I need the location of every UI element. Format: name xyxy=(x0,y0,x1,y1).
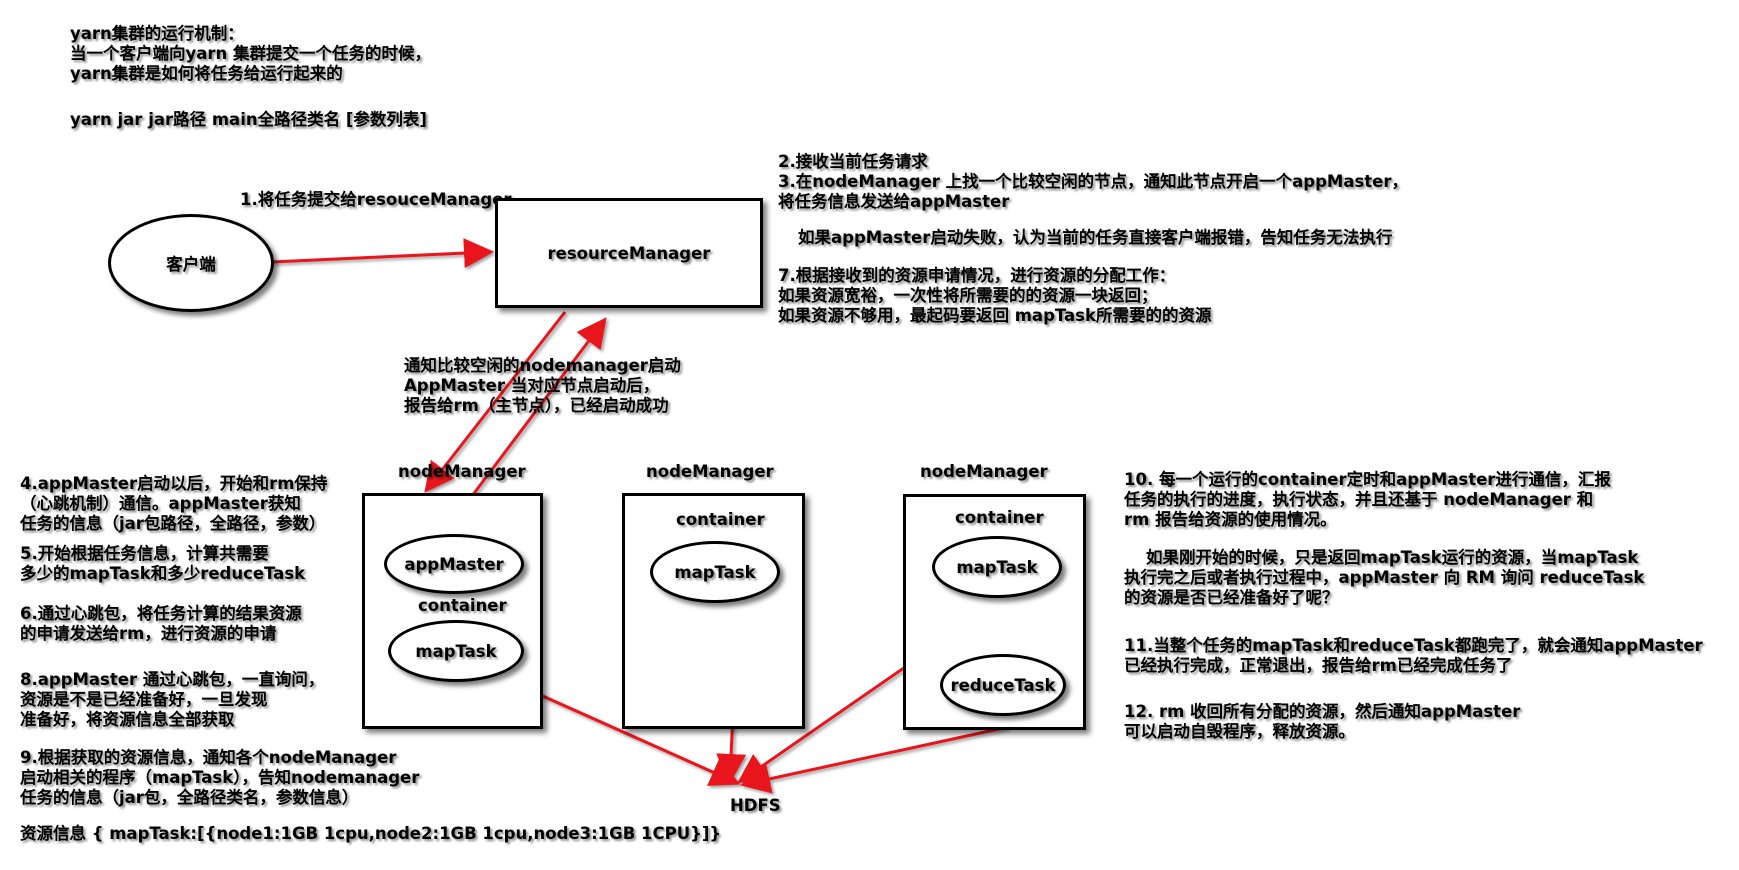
step1-text: 1.将任务提交给resouceManager xyxy=(240,190,512,209)
nodemanager-box-1 xyxy=(362,493,543,729)
arrow-reducetask-to-hdfs xyxy=(740,725,1009,794)
header-line-1: yarn集群的运行机制： xyxy=(70,24,244,43)
step11-text: 11.当整个任务的mapTask和reduceTask都跑完了，就会通知appM… xyxy=(1124,636,1703,675)
arrow-rm-to-nodemanager xyxy=(424,311,567,493)
fail-note-text: 如果appMaster启动失败，认为当前的任务直接客户端报错，告知任务无法执行 xyxy=(798,228,1393,247)
map-task-node-3: mapTask xyxy=(932,536,1062,598)
container-label-3: container xyxy=(955,508,1044,527)
step12-text: 12. rm 收回所有分配的资源，然后通知appMaster 可以启动自毁程序，… xyxy=(1124,702,1521,741)
nodemanager-label-2: nodeManager xyxy=(646,462,774,481)
step9-text: 9.根据获取的资源信息，通知各个nodeManager 启动相关的程序（mapT… xyxy=(20,748,420,807)
step10-text: 10. 每一个运行的container定时和appMaster进行通信，汇报 任… xyxy=(1124,470,1611,529)
map-task-node-1: mapTask xyxy=(388,620,524,682)
header-text: yarn集群的运行机制： 当一个客户端向yarn 集群提交一个任务的时候， ya… xyxy=(70,24,431,84)
step4-text: 4.appMaster启动以后，开始和rm保持 （心跳机制）通信。appMast… xyxy=(20,474,328,533)
client-label: 客户端 xyxy=(166,255,216,274)
container-label-1: container xyxy=(418,596,507,615)
reduce-note-text: 如果刚开始的时候，只是返回mapTask运行的资源，当mapTask 执行完之后… xyxy=(1124,548,1645,607)
resource-manager-box: resourceManager xyxy=(495,198,763,308)
header-line-2: 当一个客户端向yarn 集群提交一个任务的时候， xyxy=(70,44,432,63)
container-label-2: container xyxy=(676,510,765,529)
step6-text: 6.通过心跳包，将任务计算的结果资源 的申请发送给rm，进行资源的申请 xyxy=(20,604,302,643)
nodemanager-label-1: nodeManager xyxy=(398,462,526,481)
hdfs-label: HDFS xyxy=(730,796,781,815)
command-text: yarn jar jar路径 main全路径类名 [参数列表] xyxy=(70,110,427,129)
map-task-node-2: mapTask xyxy=(650,541,780,603)
arrow-client-to-rm xyxy=(271,238,494,269)
nodemanager-label-3: nodeManager xyxy=(920,462,1048,481)
arrow-nodemanager-to-rm xyxy=(470,317,607,497)
header-line-3: yarn集群是如何将任务给运行起来的 xyxy=(70,64,343,83)
resource-info-text: 资源信息 { mapTask:[{node1:1GB 1cpu,node2:1G… xyxy=(20,824,722,843)
resource-manager-label: resourceManager xyxy=(547,243,711,263)
reduce-task-node: reduceTask xyxy=(940,654,1066,716)
step8-text: 8.appMaster 通过心跳包，一直询问， 资源是不是已经准备好，一旦发现 … xyxy=(20,670,325,729)
notify-text: 通知比较空闲的nodemanager启动 AppMaster 当对应节点启动后，… xyxy=(404,356,681,415)
client-node: 客户端 xyxy=(108,214,274,312)
app-master-node: appMaster xyxy=(384,534,524,594)
step7-text: 7.根据接收到的资源申请情况，进行资源的分配工作： 如果资源宽裕，一次性将所需要… xyxy=(778,266,1212,325)
step2-3-text: 2.接收当前任务请求 3.在nodeManager 上找一个比较空闲的节点，通知… xyxy=(778,152,1408,211)
nodemanager-box-2 xyxy=(622,493,805,729)
step5-text: 5.开始根据任务信息，计算共需要 多少的mapTask和多少reduceTask xyxy=(20,544,306,583)
